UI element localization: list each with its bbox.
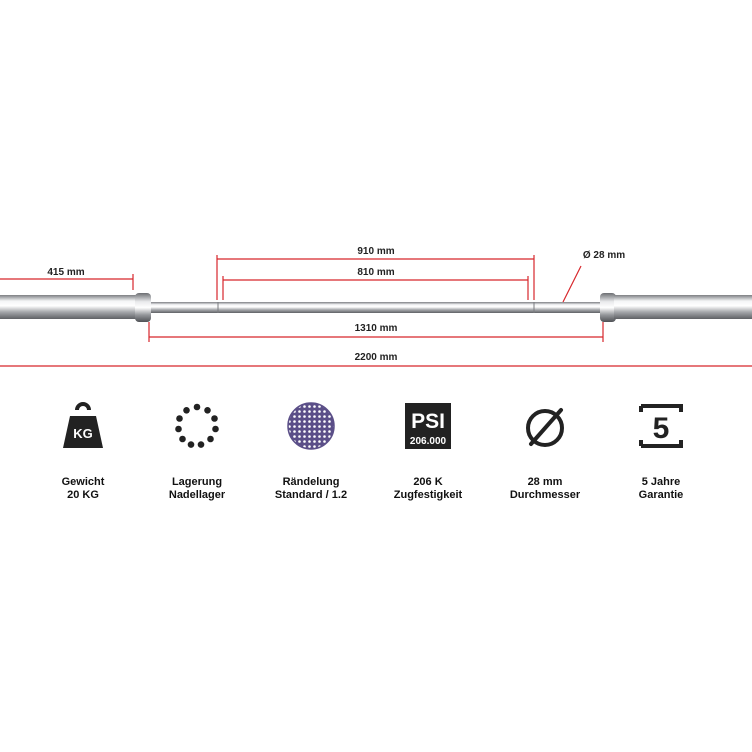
weight-kg-icon: KG [63,402,103,448]
psi-icon: PSI 206.000 [405,403,451,449]
knurling-left [218,302,304,313]
svg-text:5: 5 [653,412,670,445]
dim-label-diameter: Ø 28 mm [583,250,625,261]
warranty-5-icon: 5 [639,404,683,448]
knurling-icon [287,402,335,450]
collar-right [600,293,616,322]
dim-label-outer-grip: 910 mm [357,246,394,257]
sleeve-right [614,295,752,319]
diameter-icon [526,408,564,447]
shaft [148,302,604,313]
dim-label-total: 2200 mm [355,352,398,363]
dimension-lines: 415 mm 910 mm 810 mm Ø 28 mm 1310 mm 220… [0,246,752,367]
bearing-icon [175,403,219,448]
dim-leader-diameter [562,265,582,303]
svg-text:KG: KG [73,426,93,441]
dim-label-sleeve: 415 mm [47,267,84,278]
sleeve-left [0,295,137,319]
svg-text:206.000: 206.000 [410,436,447,447]
knurling-right [448,302,534,313]
collar-left [135,293,151,322]
dim-label-shaft: 1310 mm [355,323,398,334]
svg-text:PSI: PSI [411,410,445,433]
dim-label-inner-grip: 810 mm [357,267,394,278]
barbell [0,293,752,322]
